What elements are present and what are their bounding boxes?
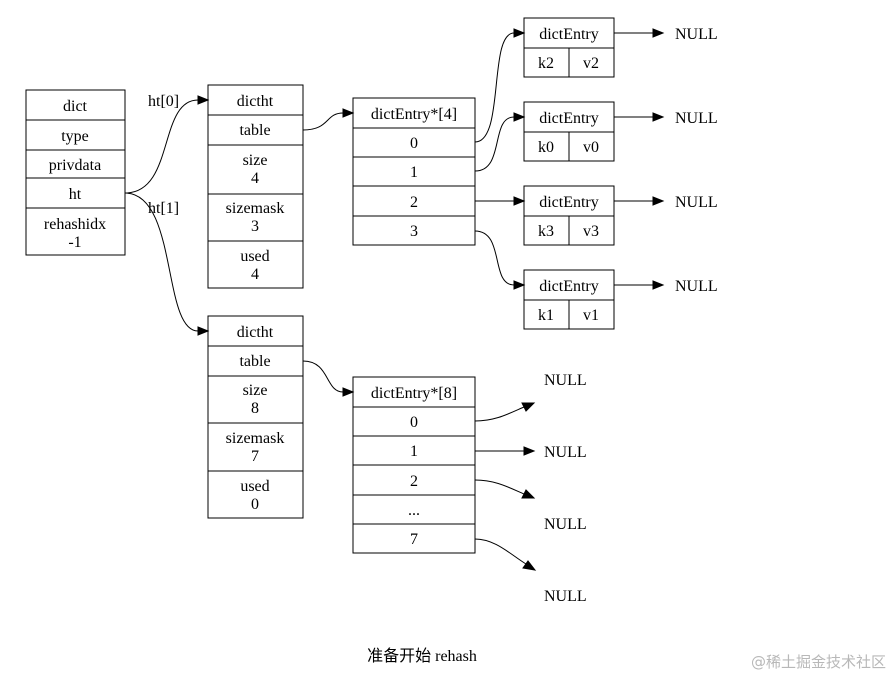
ht1-used-value: 0	[251, 496, 259, 513]
entry-k0: dictEntry k0 v0	[523, 101, 615, 162]
arrowhead	[652, 280, 665, 290]
entry-value: v0	[583, 139, 599, 156]
arrowhead	[652, 196, 665, 206]
entry-value: v2	[583, 55, 599, 72]
table0-array: dictEntry*[4] 0 1 2 3	[352, 97, 476, 246]
ht0-sizemask-label: sizemask	[226, 200, 285, 217]
edge-ht1-table	[302, 360, 344, 393]
null-label: NULL	[675, 26, 718, 43]
ht0-sizemask-value: 3	[251, 218, 259, 235]
null-label: NULL	[675, 110, 718, 127]
ht1-title: dictht	[237, 324, 274, 341]
edge-slot1-k0	[474, 116, 515, 172]
table0-slot: 2	[410, 194, 418, 211]
ht1-sizemask-value: 7	[251, 448, 259, 465]
arrowhead	[522, 560, 537, 571]
dict-field-type: type	[61, 128, 89, 145]
entry-key: k1	[538, 307, 554, 324]
null-label: NULL	[675, 194, 718, 211]
entry-k3: dictEntry k3 v3	[523, 185, 615, 246]
entry-title: dictEntry	[539, 26, 599, 43]
null-label: NULL	[544, 588, 587, 605]
dict-rehashidx-value: -1	[68, 234, 81, 251]
table1-slot: ...	[408, 502, 420, 519]
edge-ht0	[124, 99, 199, 194]
arrowhead	[513, 280, 526, 290]
arrowhead	[521, 402, 536, 412]
ht0-table-field: table	[239, 122, 270, 139]
arrowhead	[513, 28, 526, 38]
dict-field-rehashidx: rehashidx	[44, 216, 106, 233]
arrowhead	[521, 489, 536, 499]
ht1-size-label: size	[243, 382, 268, 399]
ht0-size-label: size	[243, 152, 268, 169]
arrowhead	[652, 28, 665, 38]
edge-t1-slot0-null	[474, 406, 525, 422]
edge-ht1	[124, 192, 199, 332]
arrowhead	[652, 112, 665, 122]
table1-slot: 2	[410, 473, 418, 490]
table0-title: dictEntry*[4]	[371, 106, 457, 123]
edge-slot3-k1	[474, 230, 515, 286]
entry-title: dictEntry	[539, 110, 599, 127]
entry-key: k2	[538, 55, 554, 72]
arrowhead	[513, 196, 526, 206]
ht0-size-value: 4	[251, 170, 259, 187]
entry-value: v1	[583, 307, 599, 324]
entry-k2: dictEntry k2 v2	[523, 17, 615, 78]
dict-struct: dict type privdata ht rehashidx -1	[25, 89, 126, 256]
ht1-size-value: 8	[251, 400, 259, 417]
table1-slot: 0	[410, 414, 418, 431]
entry-title: dictEntry	[539, 194, 599, 211]
entry-title: dictEntry	[539, 278, 599, 295]
arrowhead	[513, 112, 526, 122]
dict-field-privdata: privdata	[49, 157, 101, 174]
table1-title: dictEntry*[8]	[371, 385, 457, 402]
entry-k1: dictEntry k1 v1	[523, 269, 615, 330]
ht0-used-label: used	[240, 248, 269, 265]
edge-ht0-table	[302, 112, 344, 131]
null-label: NULL	[544, 516, 587, 533]
edge-t1-slot7-null	[474, 538, 527, 565]
edge-t1-slot2-null	[474, 479, 525, 495]
ht0-struct: dictht table size 4 sizemask 3 used 4	[207, 84, 304, 289]
table0-slot: 3	[410, 223, 418, 240]
ht1-label: ht[1]	[148, 200, 179, 217]
arrowhead	[523, 446, 536, 456]
table0-slot: 1	[410, 164, 418, 181]
null-label: NULL	[544, 372, 587, 389]
ht0-title: dictht	[237, 93, 274, 110]
entry-key: k3	[538, 223, 554, 240]
entry-value: v3	[583, 223, 599, 240]
null-label: NULL	[544, 444, 587, 461]
table1-slot: 7	[410, 531, 418, 548]
ht1-struct: dictht table size 8 sizemask 7 used 0	[207, 315, 304, 519]
edges	[124, 28, 665, 571]
ht1-used-label: used	[240, 478, 269, 495]
table0-slot: 0	[410, 135, 418, 152]
ht0-used-value: 4	[251, 266, 259, 283]
table1-slot: 1	[410, 443, 418, 460]
arrowhead	[342, 387, 355, 397]
ht0-label: ht[0]	[148, 93, 179, 110]
dict-title: dict	[63, 98, 88, 115]
dict-field-ht: ht	[69, 186, 82, 203]
edge-slot0-k2	[474, 32, 515, 143]
ht1-table-field: table	[239, 353, 270, 370]
arrowhead	[342, 108, 355, 118]
entry-key: k0	[538, 139, 554, 156]
ht1-sizemask-label: sizemask	[226, 430, 285, 447]
arrowhead	[197, 95, 210, 105]
figure-caption: 准备开始 rehash	[367, 647, 477, 665]
table1-array: dictEntry*[8] 0 1 2 ... 7	[352, 376, 476, 554]
arrowhead	[197, 326, 210, 336]
null-label: NULL	[675, 278, 718, 295]
watermark: @稀土掘金技术社区	[751, 653, 886, 671]
